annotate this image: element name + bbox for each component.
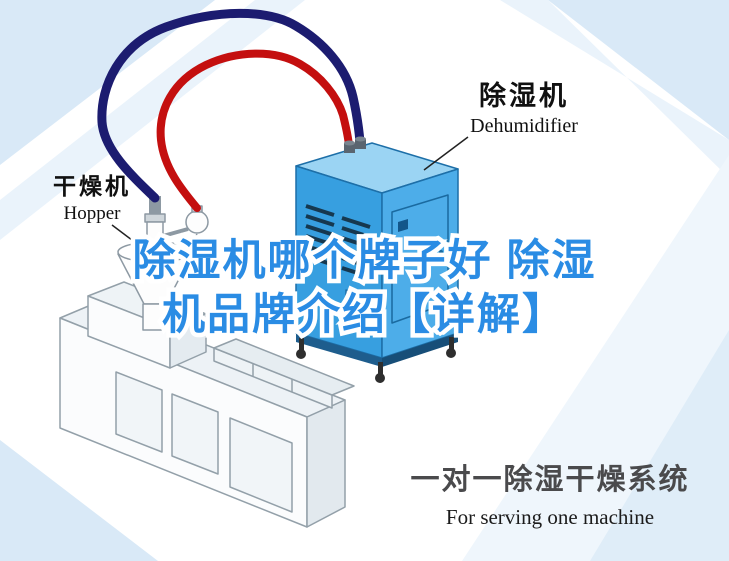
dehumidifier-label-en: Dehumidifier — [470, 115, 578, 137]
system-caption-zh: 一对一除湿干燥系统 — [410, 464, 690, 496]
page-title: 除湿机哪个牌子好 除湿 除湿机哪个牌子好 除湿 机品牌介绍【详解】 机品牌介绍【… — [0, 233, 729, 344]
page-title-line1: 除湿机哪个牌子好 除湿 除湿机哪个牌子好 除湿 — [0, 233, 729, 290]
dehumidifier-pointer-line — [423, 136, 469, 171]
dehumidifier-illustration — [295, 142, 459, 383]
hopper-illustration — [117, 196, 209, 331]
pipe-nozzles — [344, 136, 366, 153]
hopper-label-en: Hopper — [63, 203, 121, 224]
extruder-machine-illustration — [59, 281, 355, 528]
hopper-label-zh: 干燥机 — [53, 173, 131, 199]
hopper-label: 干燥机 Hopper — [44, 167, 140, 225]
caster-feet — [296, 337, 456, 383]
vent-slots — [305, 204, 371, 279]
page-title-line1-outline: 除湿机哪个牌子好 除湿 — [128, 233, 599, 290]
return-air-pipe-navy — [97, 8, 365, 203]
hopper-pointer-line — [111, 224, 141, 247]
system-caption: 一对一除湿干燥系统 For serving one machine — [400, 456, 700, 530]
page-title-line2-text: 机品牌介绍【详解】 — [162, 291, 567, 339]
system-caption-en: For serving one machine — [445, 505, 655, 529]
supply-air-pipe-red — [156, 49, 353, 212]
dehumidifier-label: 除湿机 Dehumidifier — [446, 74, 602, 138]
page-title-line2: 机品牌介绍【详解】 机品牌介绍【详解】 — [0, 287, 729, 344]
page-title-line1-text: 除湿机哪个牌子好 除湿 — [132, 237, 597, 285]
dehumidifier-label-zh: 除湿机 — [479, 81, 569, 111]
page-title-line2-outline: 机品牌介绍【详解】 — [158, 287, 570, 344]
